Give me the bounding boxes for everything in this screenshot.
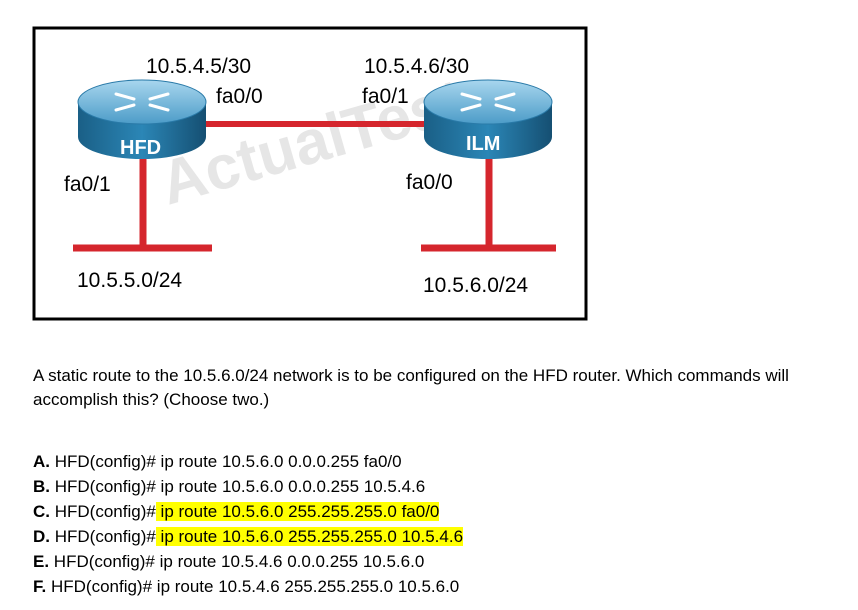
lan-left-label: 10.5.5.0/24 [77, 269, 182, 292]
router-ilm-top [423, 79, 553, 125]
router-hfd: HFD [77, 79, 207, 159]
option-c[interactable]: C. HFD(config)# ip route 10.5.6.0 255.25… [33, 499, 463, 524]
option-b[interactable]: B. HFD(config)# ip route 10.5.6.0 0.0.0.… [33, 474, 463, 499]
option-prompt: HFD(config)# [50, 577, 153, 596]
question-text: A static route to the 10.5.6.0/24 networ… [33, 366, 789, 409]
option-d[interactable]: D. HFD(config)# ip route 10.5.6.0 255.25… [33, 524, 464, 549]
option-letter: E. [33, 552, 50, 571]
lan-right-label: 10.5.6.0/24 [423, 274, 528, 297]
option-command: ip route 10.5.6.0 0.0.0.255 fa0/0 [155, 452, 402, 471]
option-e[interactable]: E. HFD(config)# ip route 10.5.4.6 0.0.0.… [33, 549, 463, 574]
option-letter: F. [33, 577, 47, 596]
diagram-frame [32, 26, 588, 321]
answer-options: A. HFD(config)# ip route 10.5.6.0 0.0.0.… [33, 449, 464, 599]
option-prompt: HFD(config)# [54, 527, 156, 546]
option-prompt: HFD(config)# [54, 452, 156, 471]
router-hfd-label: HFD [120, 137, 161, 159]
option-prompt: HFD(config)# [54, 477, 156, 496]
option-letter: A. [33, 452, 50, 471]
ilm-fa00-label: fa0/0 [406, 171, 453, 194]
option-f[interactable]: F. HFD(config)# ip route 10.5.4.6 255.25… [33, 574, 463, 599]
hfd-ip-label: 10.5.4.5/30 [146, 55, 251, 78]
option-letter: B. [33, 477, 50, 496]
router-hfd-top [77, 79, 207, 125]
option-command-highlighted: ip route 10.5.6.0 255.255.255.0 fa0/0 [155, 502, 440, 521]
ilm-fa01-label: fa0/1 [362, 85, 409, 108]
hfd-fa00-label: fa0/0 [216, 85, 263, 108]
network-links [73, 121, 556, 252]
option-letter: D. [33, 527, 50, 546]
option-command-highlighted: ip route 10.5.6.0 255.255.255.0 10.5.4.6 [155, 527, 464, 546]
router-ilm-label: ILM [466, 133, 500, 155]
option-a[interactable]: A. HFD(config)# ip route 10.5.6.0 0.0.0.… [33, 449, 463, 474]
ilm-ip-label: 10.5.4.6/30 [364, 55, 469, 78]
option-command: ip route 10.5.6.0 0.0.0.255 10.5.4.6 [155, 477, 426, 496]
router-arrows-icon [114, 92, 170, 112]
option-prompt: HFD(config)# [53, 552, 155, 571]
hfd-fa01-label: fa0/1 [64, 173, 111, 196]
option-prompt: HFD(config)# [54, 502, 156, 521]
option-command: ip route 10.5.4.6 0.0.0.255 10.5.6.0 [154, 552, 425, 571]
router-ilm: ILM [423, 79, 553, 159]
router-arrows-icon [460, 92, 516, 112]
network-diagram: ActualTests HFD ILM 10.5.4.5/30 f [32, 26, 588, 321]
option-command: ip route 10.5.4.6 255.255.255.0 10.5.6.0 [152, 577, 460, 596]
option-letter: C. [33, 502, 50, 521]
